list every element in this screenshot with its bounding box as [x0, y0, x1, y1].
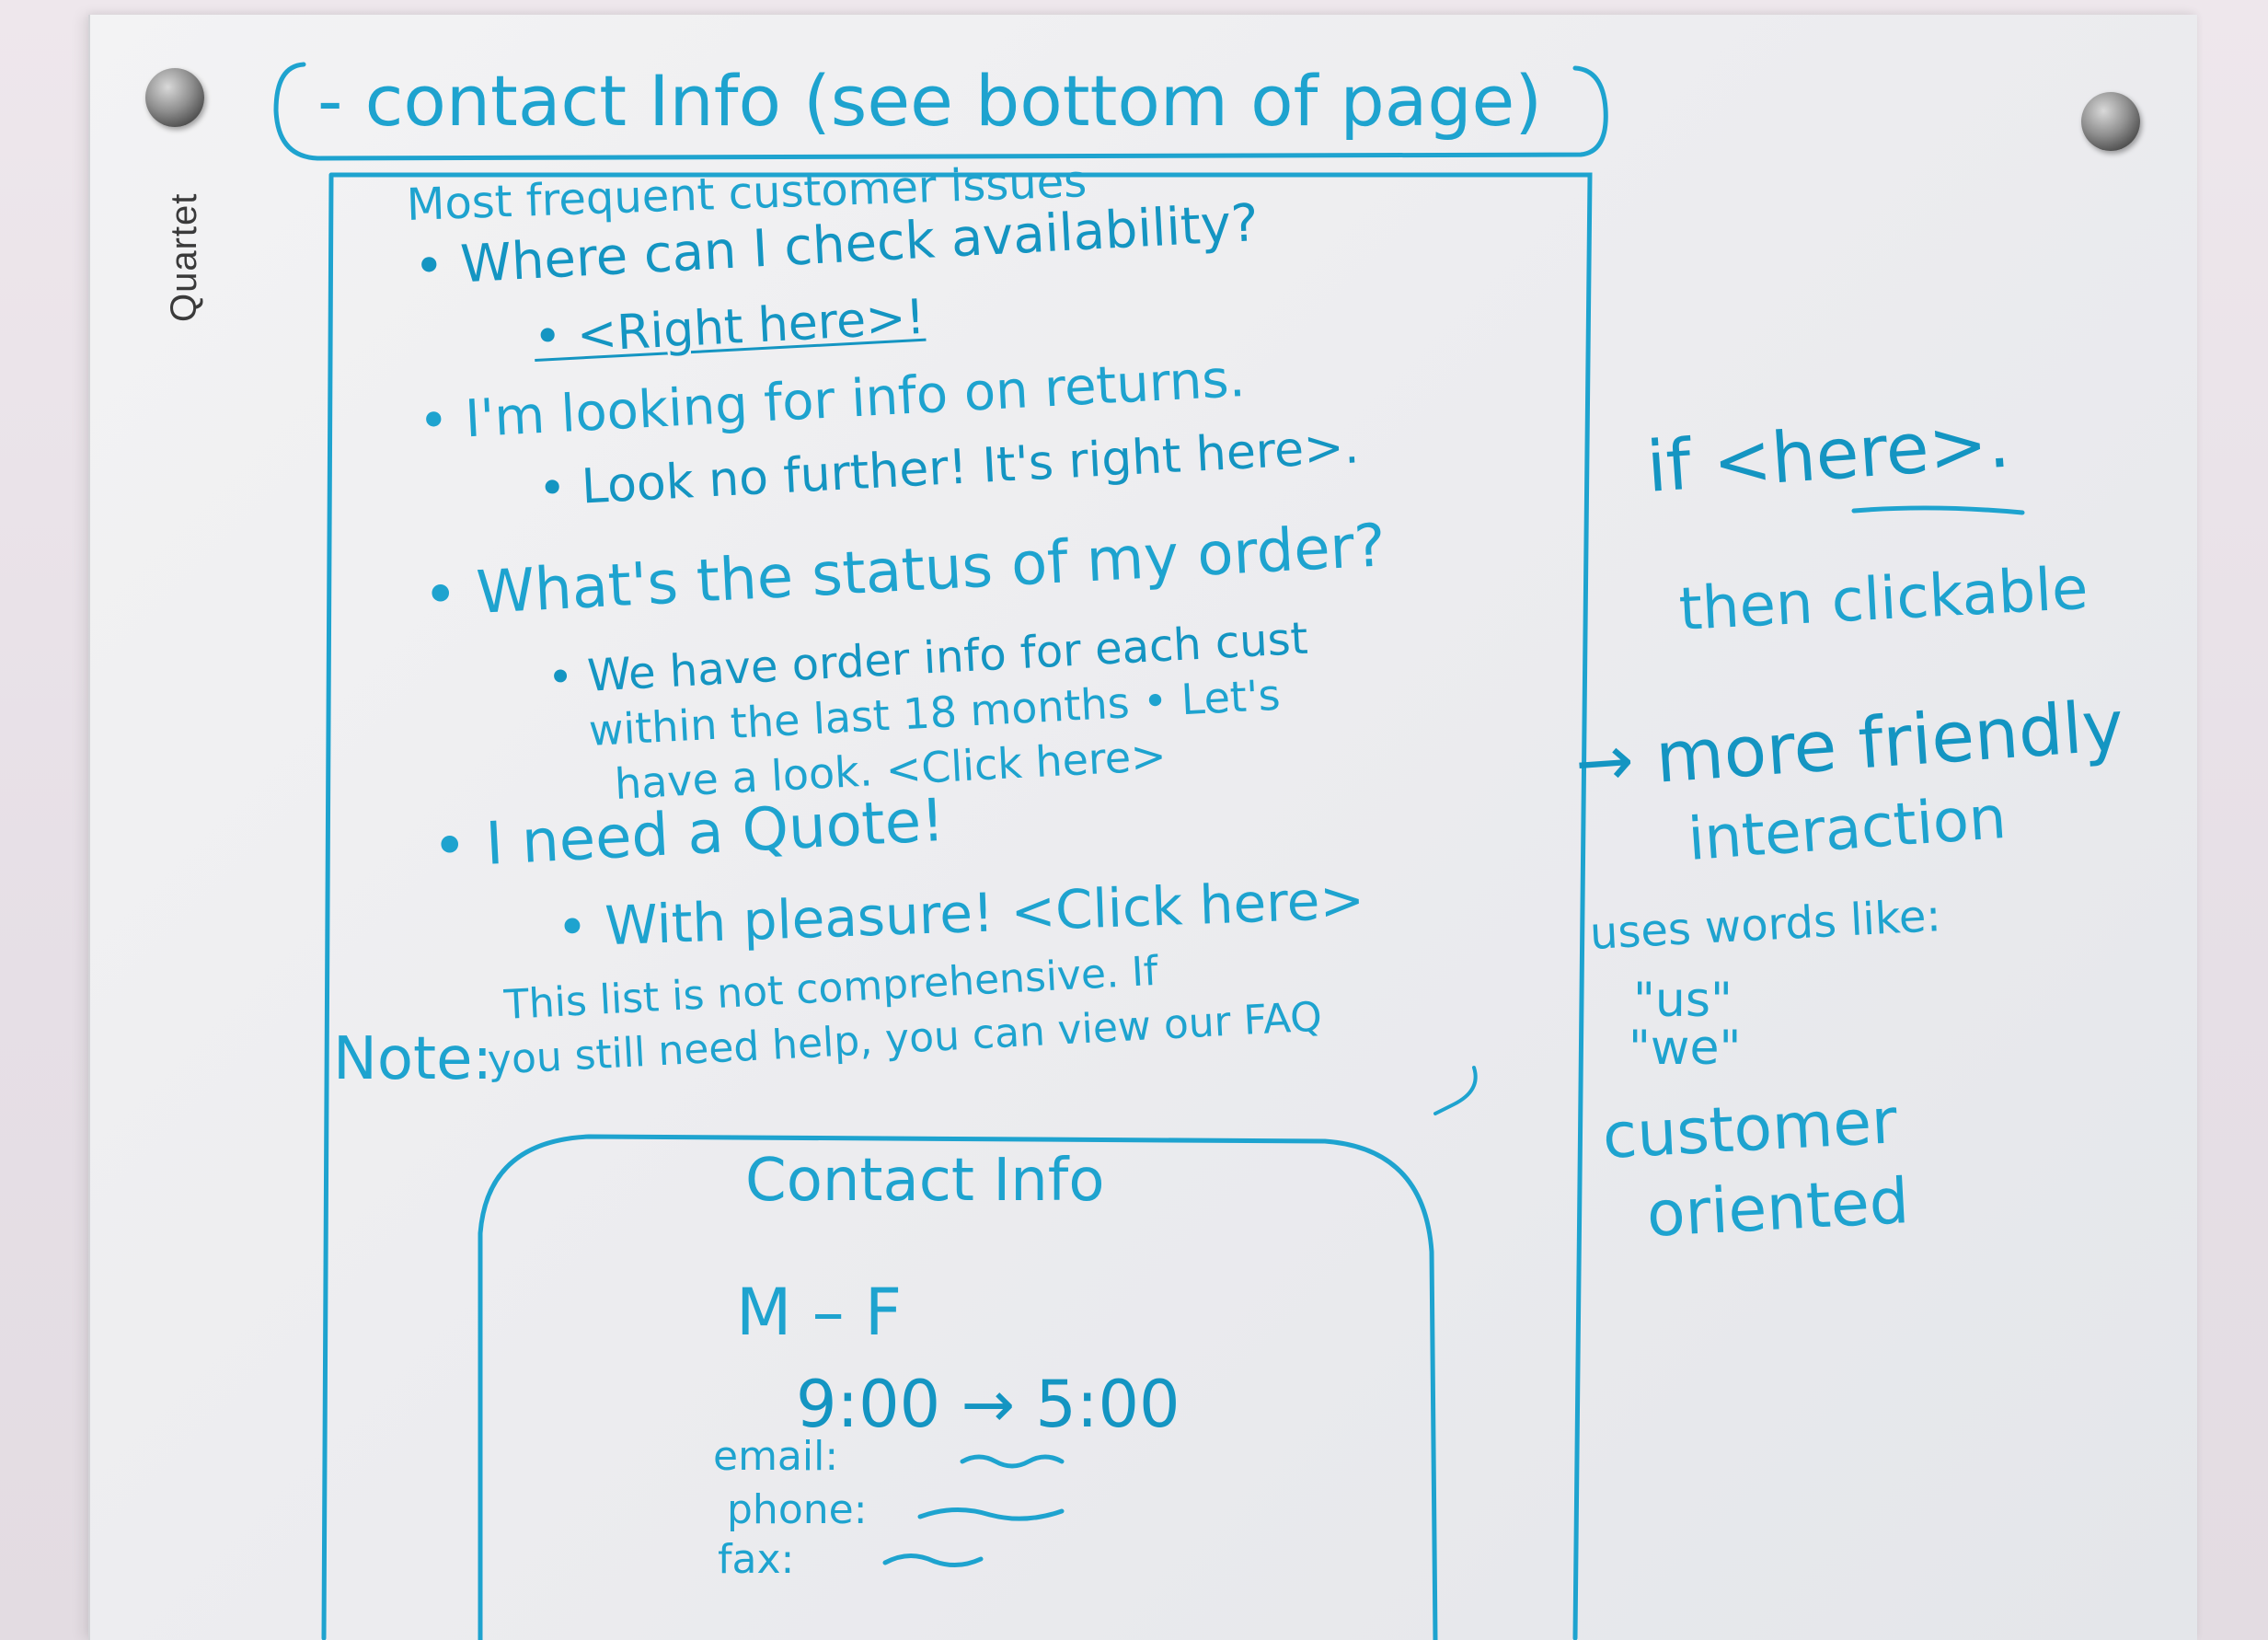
main-panel-frame — [321, 172, 1593, 1640]
side-note-oriented: oriented — [1644, 1165, 1911, 1252]
header-text: - contact Info (see bottom of page) — [317, 60, 1542, 142]
email-squiggle — [960, 1454, 1065, 1469]
note-label: Note: — [333, 1025, 493, 1093]
whiteboard — [88, 15, 2197, 1640]
fax-label: fax: — [718, 1536, 795, 1583]
phone-squiggle — [917, 1507, 1065, 1521]
contact-title: Contact Info — [745, 1147, 1105, 1215]
phone-label: phone: — [727, 1486, 868, 1533]
contact-hours: 9:00 → 5:00 — [796, 1367, 1180, 1442]
contact-box-frame — [478, 1134, 1438, 1640]
mounting-bolt-left — [145, 68, 204, 127]
header-frame — [273, 62, 1608, 161]
side-note-us: "us" — [1633, 973, 1733, 1028]
contact-days: M – F — [736, 1275, 903, 1350]
fax-squiggle — [882, 1553, 984, 1567]
side-note-we: "we" — [1629, 1021, 1742, 1076]
mounting-bolt-right — [2081, 92, 2140, 151]
email-label: email: — [713, 1433, 839, 1480]
side-note-customer: customer — [1600, 1085, 1899, 1173]
